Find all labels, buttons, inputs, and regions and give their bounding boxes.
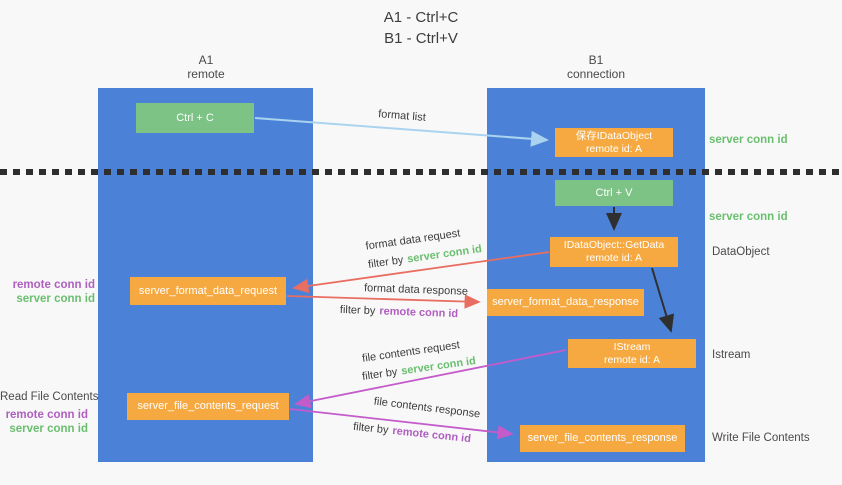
- title-line-1: A1 - Ctrl+C: [383, 9, 459, 26]
- diagram-title: A1 - Ctrl+C B1 - Ctrl+V: [0, 7, 842, 49]
- node-ctrl-v: Ctrl + V: [555, 180, 673, 206]
- node-getdata-line1: IDataObject::GetData: [563, 239, 665, 251]
- node-istream-line2: remote id: A: [603, 353, 661, 366]
- copy-paste-divider-line: [0, 169, 842, 175]
- format-list-arrow: [254, 117, 549, 147]
- right-label-server-conn-id-mid: server conn id: [709, 211, 788, 223]
- left-label-format-request-ids: remote conn id server conn id: [0, 278, 95, 306]
- getdata-to-istream-arrow: [651, 267, 675, 333]
- right-label-write-file-contents: Write File Contents: [712, 432, 810, 444]
- getdata-to-format-request-arrow: [292, 251, 550, 294]
- right-label-server-conn-id-top: server conn id: [709, 134, 788, 146]
- remote-conn-id-text: remote conn id: [12, 279, 95, 291]
- node-server-file-contents-request: server_file_contents_request: [127, 393, 289, 420]
- column-b1-subtitle: connection: [566, 67, 626, 81]
- node-server-format-data-request: server_format_data_request: [130, 277, 286, 305]
- title-line-2: B1 - Ctrl+V: [384, 30, 458, 47]
- column-header-b1: B1 connection: [536, 53, 656, 81]
- node-file-response-label: server_file_contents_response: [527, 432, 678, 444]
- left-label-file-request-ids: Read File Contents remote conn id server…: [0, 390, 99, 436]
- right-label-dataobject: DataObject: [712, 246, 770, 258]
- node-server-format-data-response: server_format_data_response: [487, 289, 644, 316]
- column-a1-name: A1: [198, 53, 214, 67]
- node-istream: IStream remote id: A: [568, 339, 696, 368]
- node-format-response-label: server_format_data_response: [492, 296, 639, 308]
- read-file-contents-text: Read File Contents: [0, 391, 99, 403]
- node-getdata-line2: remote id: A: [585, 252, 643, 264]
- server-conn-id-text: server conn id: [9, 423, 88, 435]
- file-request-to-response-arrow: [289, 408, 514, 440]
- node-file-request-label: server_file_contents_request: [137, 400, 279, 412]
- remote-conn-id-text: remote conn id: [5, 409, 88, 421]
- node-format-request-label: server_format_data_request: [138, 284, 278, 297]
- column-b1-name: B1: [588, 53, 604, 67]
- format-request-to-response-arrow: [286, 294, 481, 309]
- istream-to-file-request-arrow: [294, 349, 567, 409]
- right-label-istream: Istream: [712, 349, 751, 361]
- node-idataobject-getdata: IDataObject::GetData remote id: A: [550, 237, 678, 267]
- node-istream-line1: IStream: [613, 340, 651, 353]
- node-server-file-contents-response: server_file_contents_response: [520, 425, 685, 452]
- node-ctrl-c: Ctrl + C: [136, 103, 254, 133]
- node-save-idataobject: 保存IDataObject remote id: A: [555, 128, 673, 157]
- column-header-a1: A1 remote: [146, 53, 266, 81]
- node-ctrl-v-label: Ctrl + V: [595, 186, 633, 199]
- node-ctrl-c-label: Ctrl + C: [176, 111, 214, 124]
- server-conn-id-text: server conn id: [16, 293, 95, 305]
- node-save-idataobject-line2: remote id: A: [585, 142, 643, 155]
- column-a1-subtitle: remote: [187, 67, 225, 81]
- filter-by-text: filter by: [339, 303, 376, 318]
- node-save-idataobject-line1: 保存IDataObject: [575, 129, 653, 142]
